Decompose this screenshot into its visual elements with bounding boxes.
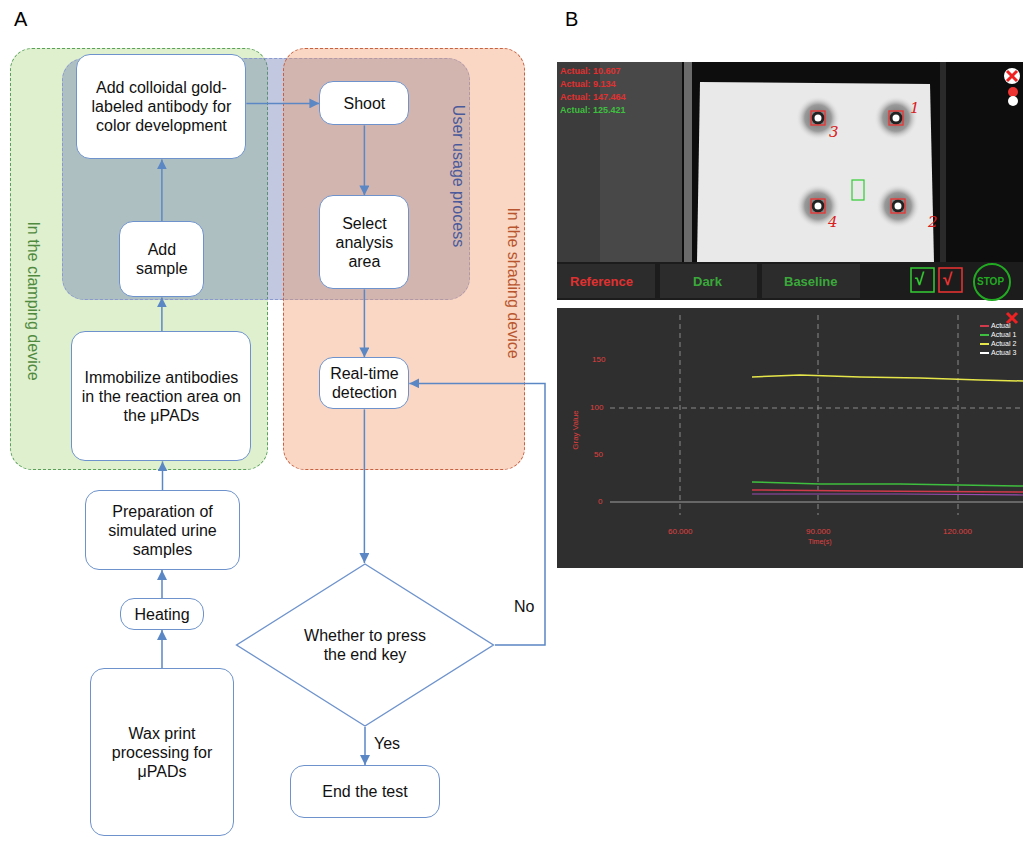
text-label: Actual: 147.464 (560, 92, 626, 102)
legend-text: Actual 3 (991, 349, 1016, 357)
diamond-outline (235, 563, 495, 727)
legend-row: Actual (980, 322, 1010, 330)
text-label: 50 (594, 450, 603, 459)
node-text: Wax print processing for μPADs (99, 724, 225, 781)
node-text: Add colloidal gold-labeled antibody for … (85, 78, 237, 135)
text-label: 4 (828, 214, 838, 231)
legend-swatch (980, 343, 989, 345)
edge-label: No (512, 598, 536, 616)
edge-label: Yes (372, 735, 402, 753)
legend-text: Actual (991, 322, 1010, 330)
flow-arrow (161, 570, 163, 598)
process-box: Shoot (319, 81, 409, 125)
flow-arrow (364, 727, 366, 765)
text-label: A (14, 8, 27, 31)
process-box: Preparation of simulated urine samples (85, 490, 240, 570)
flow-arrow (162, 461, 164, 490)
flow-arrow (161, 630, 163, 668)
node-text: Preparation of simulated urine samples (94, 502, 231, 559)
text-label: √ (943, 270, 952, 290)
node-text: Immobilize antibodies in the reaction ar… (80, 368, 242, 425)
text-label: 3 (829, 124, 839, 141)
legend-swatch (980, 352, 989, 354)
shading-region: In the shading device ShootSelect analysi… (283, 48, 525, 470)
text-label: 0 (598, 497, 602, 506)
terminal-box: End the test (290, 765, 440, 818)
region-label: In the clamping device (24, 221, 42, 380)
text-label: Gray Value (571, 410, 580, 449)
node-text: End the test (322, 782, 407, 801)
text-label: Actual: 125.421 (560, 105, 626, 115)
text-label: 150 (592, 355, 605, 364)
legend-text: Actual 1 (991, 331, 1016, 339)
text-label: Dark (693, 274, 722, 289)
legend-row: Actual 1 (980, 331, 1016, 339)
text-label: Time(s) (808, 538, 831, 546)
text-label: 90.000 (806, 527, 830, 536)
legend-swatch (980, 325, 989, 327)
flow-arrow (161, 159, 163, 221)
text-label: 100 (590, 403, 603, 412)
region-label: In the shading device (504, 207, 522, 358)
text-label: Reference (570, 274, 633, 289)
flow-arrow (161, 297, 163, 331)
process-box: Select analysis area (319, 195, 409, 289)
node-text: Select analysis area (328, 214, 400, 271)
node-text: Whether to press the end key (294, 626, 437, 664)
flow-arrow (364, 409, 366, 563)
text-label: Baseline (784, 274, 837, 289)
legend-row: Actual 2 (980, 340, 1016, 348)
legend-row: Actual 3 (980, 349, 1016, 357)
flow-arrow (364, 125, 366, 195)
flow-arrow (246, 103, 319, 105)
node-text: Shoot (343, 94, 385, 113)
process-box: Heating (120, 598, 204, 630)
legend-swatch (980, 334, 989, 336)
text-label: 2 (928, 214, 938, 231)
region-label: User usage process (449, 105, 467, 247)
text-label: 1 (910, 100, 920, 117)
node-text: Heating (134, 605, 189, 624)
legend-text: Actual 2 (991, 340, 1016, 348)
process-box: Add sample (119, 221, 204, 297)
flow-arrow (409, 383, 545, 645)
text-label: B (565, 8, 578, 31)
text-label: 120.000 (943, 527, 972, 536)
text-label: 60.000 (668, 527, 692, 536)
process-box: Real-time detection (319, 357, 409, 409)
process-box: Wax print processing for μPADs (90, 668, 234, 836)
node-text: Real-time detection (328, 364, 400, 402)
process-box: Add colloidal gold-labeled antibody for … (76, 54, 246, 159)
text-label: STOP (977, 276, 1004, 288)
text-label: √ (915, 270, 924, 290)
flow-arrow (364, 289, 366, 357)
text-label: Actual: 10.607 (560, 66, 621, 76)
text-label: Actual: 9.134 (560, 79, 616, 89)
process-box: Immobilize antibodies in the reaction ar… (71, 331, 251, 461)
decision-diamond: Whether to press the end key (235, 563, 495, 727)
node-text: Add sample (128, 240, 195, 278)
